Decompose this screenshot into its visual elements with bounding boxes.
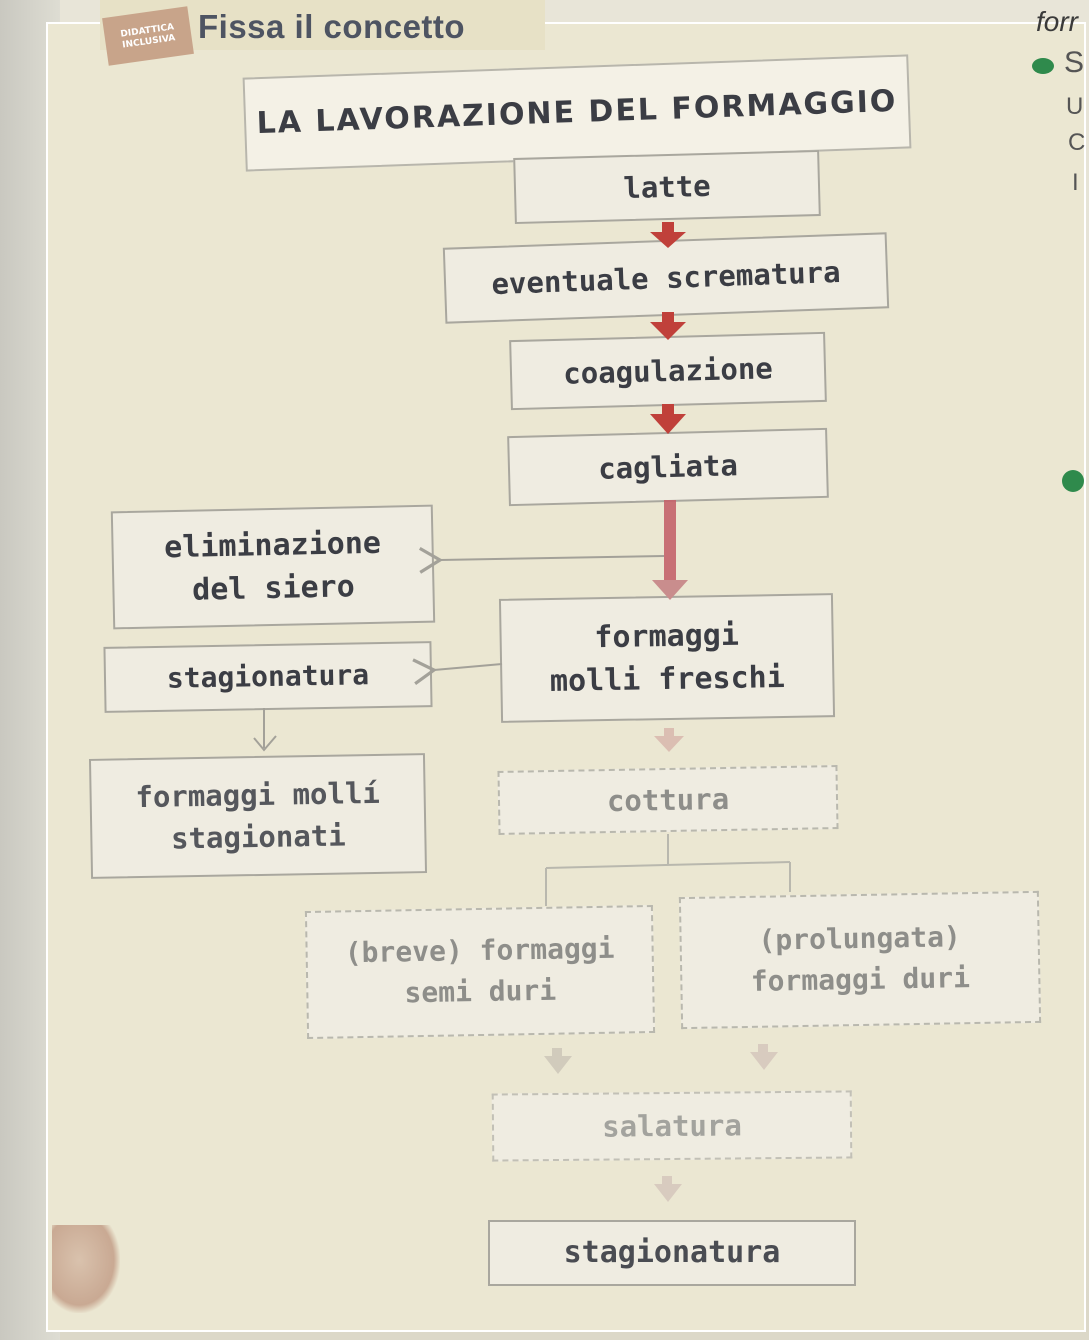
down-arrow-icon — [652, 500, 688, 600]
down-arrow-icon — [750, 1044, 778, 1070]
side-fragment: U — [1066, 93, 1084, 120]
side-fragment: S — [1064, 46, 1085, 79]
down-arrow-icon — [253, 708, 277, 752]
bullet-icon — [1062, 470, 1084, 492]
connector-line — [412, 658, 503, 686]
step-stagionatura-finale: stagionatura — [488, 1220, 856, 1286]
down-arrow-icon — [654, 728, 684, 752]
publisher-logo-icon — [52, 1225, 120, 1313]
connector-line — [418, 546, 665, 574]
down-arrow-icon — [650, 312, 686, 340]
section-title: Fissa il concetto — [198, 8, 466, 45]
split-connector — [545, 834, 791, 906]
step-label: stagionatura — [563, 1235, 781, 1271]
down-arrow-icon — [650, 222, 686, 248]
side-fragment: I — [1072, 169, 1079, 196]
bullet-icon — [1032, 58, 1054, 74]
down-arrow-icon — [544, 1048, 572, 1074]
down-arrow-icon — [650, 404, 686, 434]
side-fragment: C — [1068, 129, 1086, 156]
down-arrow-icon — [654, 1176, 682, 1202]
cropped-corner-text: forr — [1036, 6, 1078, 37]
